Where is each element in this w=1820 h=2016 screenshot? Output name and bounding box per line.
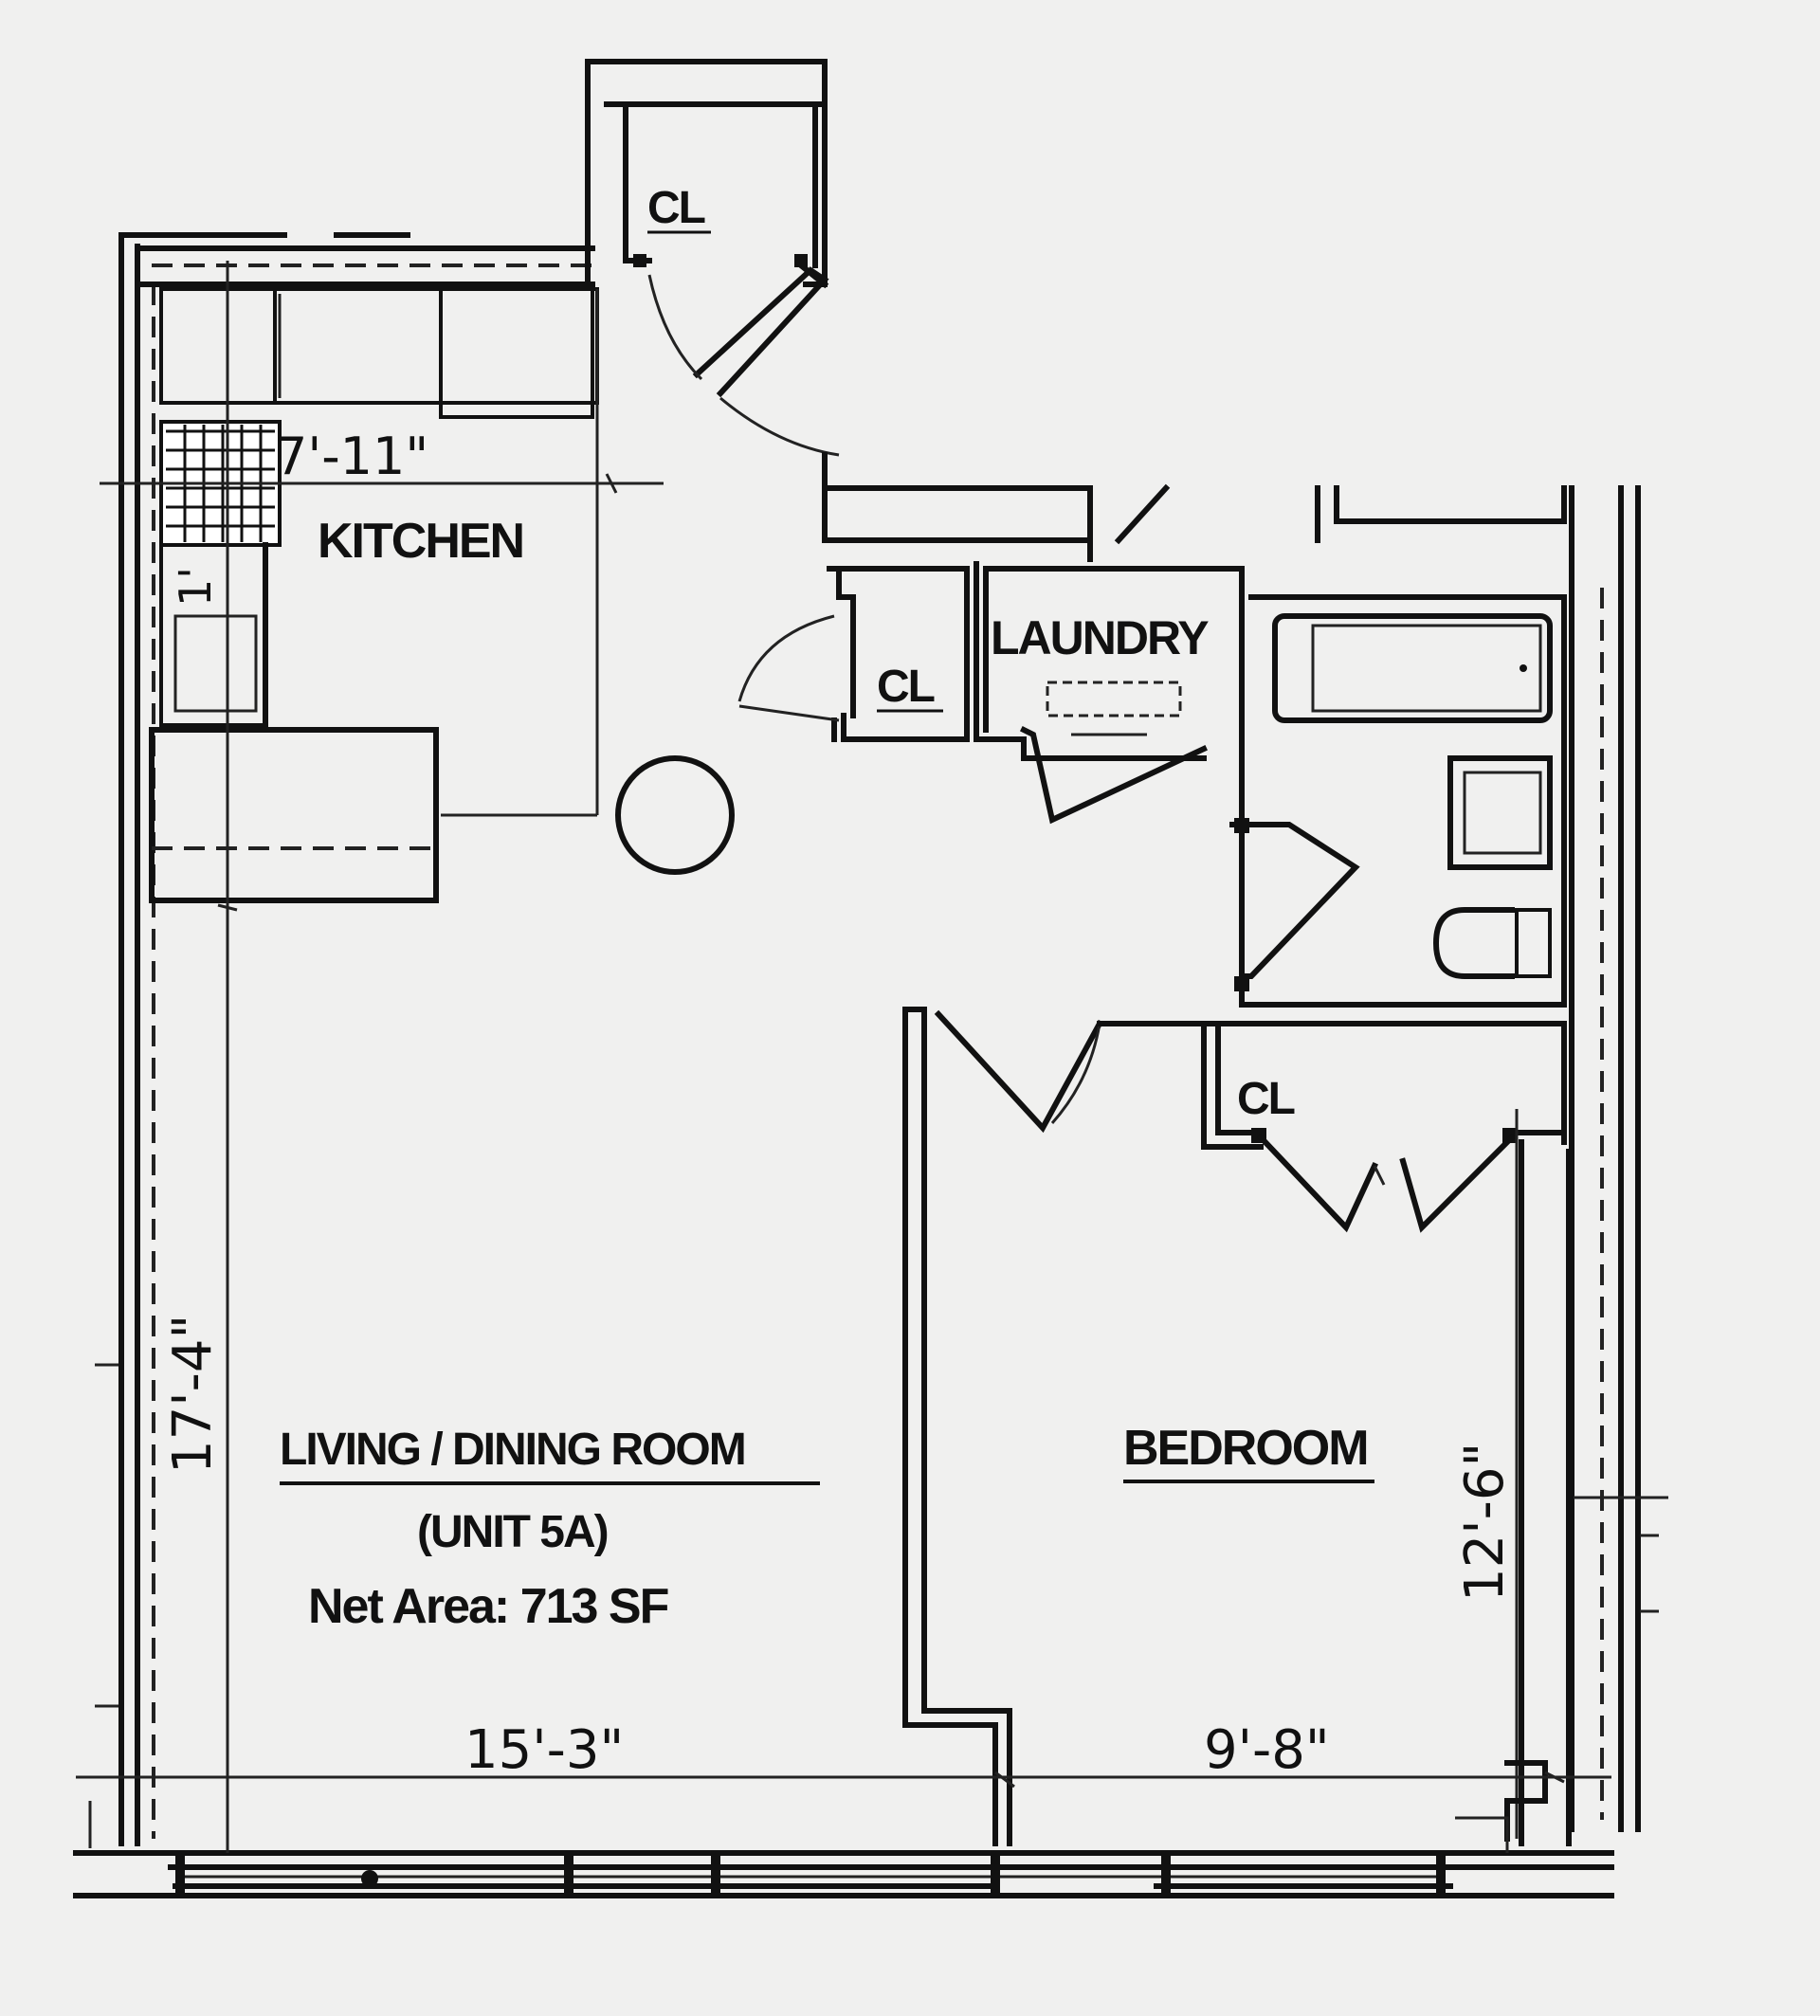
living-depth-dimension: 17'-4" xyxy=(162,1315,224,1474)
closet-top-label: CL xyxy=(647,183,705,233)
living-width-dimension: 15'-3" xyxy=(464,1719,624,1781)
unit-label: (UNIT 5A) xyxy=(417,1507,608,1557)
net-area-label: Net Area: 713 SF xyxy=(308,1579,668,1634)
column xyxy=(615,755,735,875)
bedroom-walls xyxy=(902,1007,1572,1853)
bedroom-width-dimension: 9'-8" xyxy=(1204,1719,1330,1781)
bedroom-depth-dimension: 12'-6" xyxy=(1454,1443,1516,1602)
kitchen-label: KITCHEN xyxy=(318,514,523,569)
hall-closet-laundry-walls xyxy=(737,452,1567,989)
dimension-lines xyxy=(76,261,1611,1853)
closet-bedroom-label: CL xyxy=(1237,1074,1295,1124)
laundry-label: LAUNDRY xyxy=(991,611,1209,664)
top-closet-walls xyxy=(585,59,840,457)
kitchen-width-dimension: 7'-11" xyxy=(275,427,428,486)
bathroom-fixtures xyxy=(1234,594,1567,1008)
kitchen-depth-dimension: 1' xyxy=(170,567,221,607)
bedroom-label: BEDROOM xyxy=(1123,1421,1368,1476)
closet-hall-label: CL xyxy=(877,662,935,712)
living-room-label: LIVING / DINING ROOM xyxy=(280,1425,745,1475)
